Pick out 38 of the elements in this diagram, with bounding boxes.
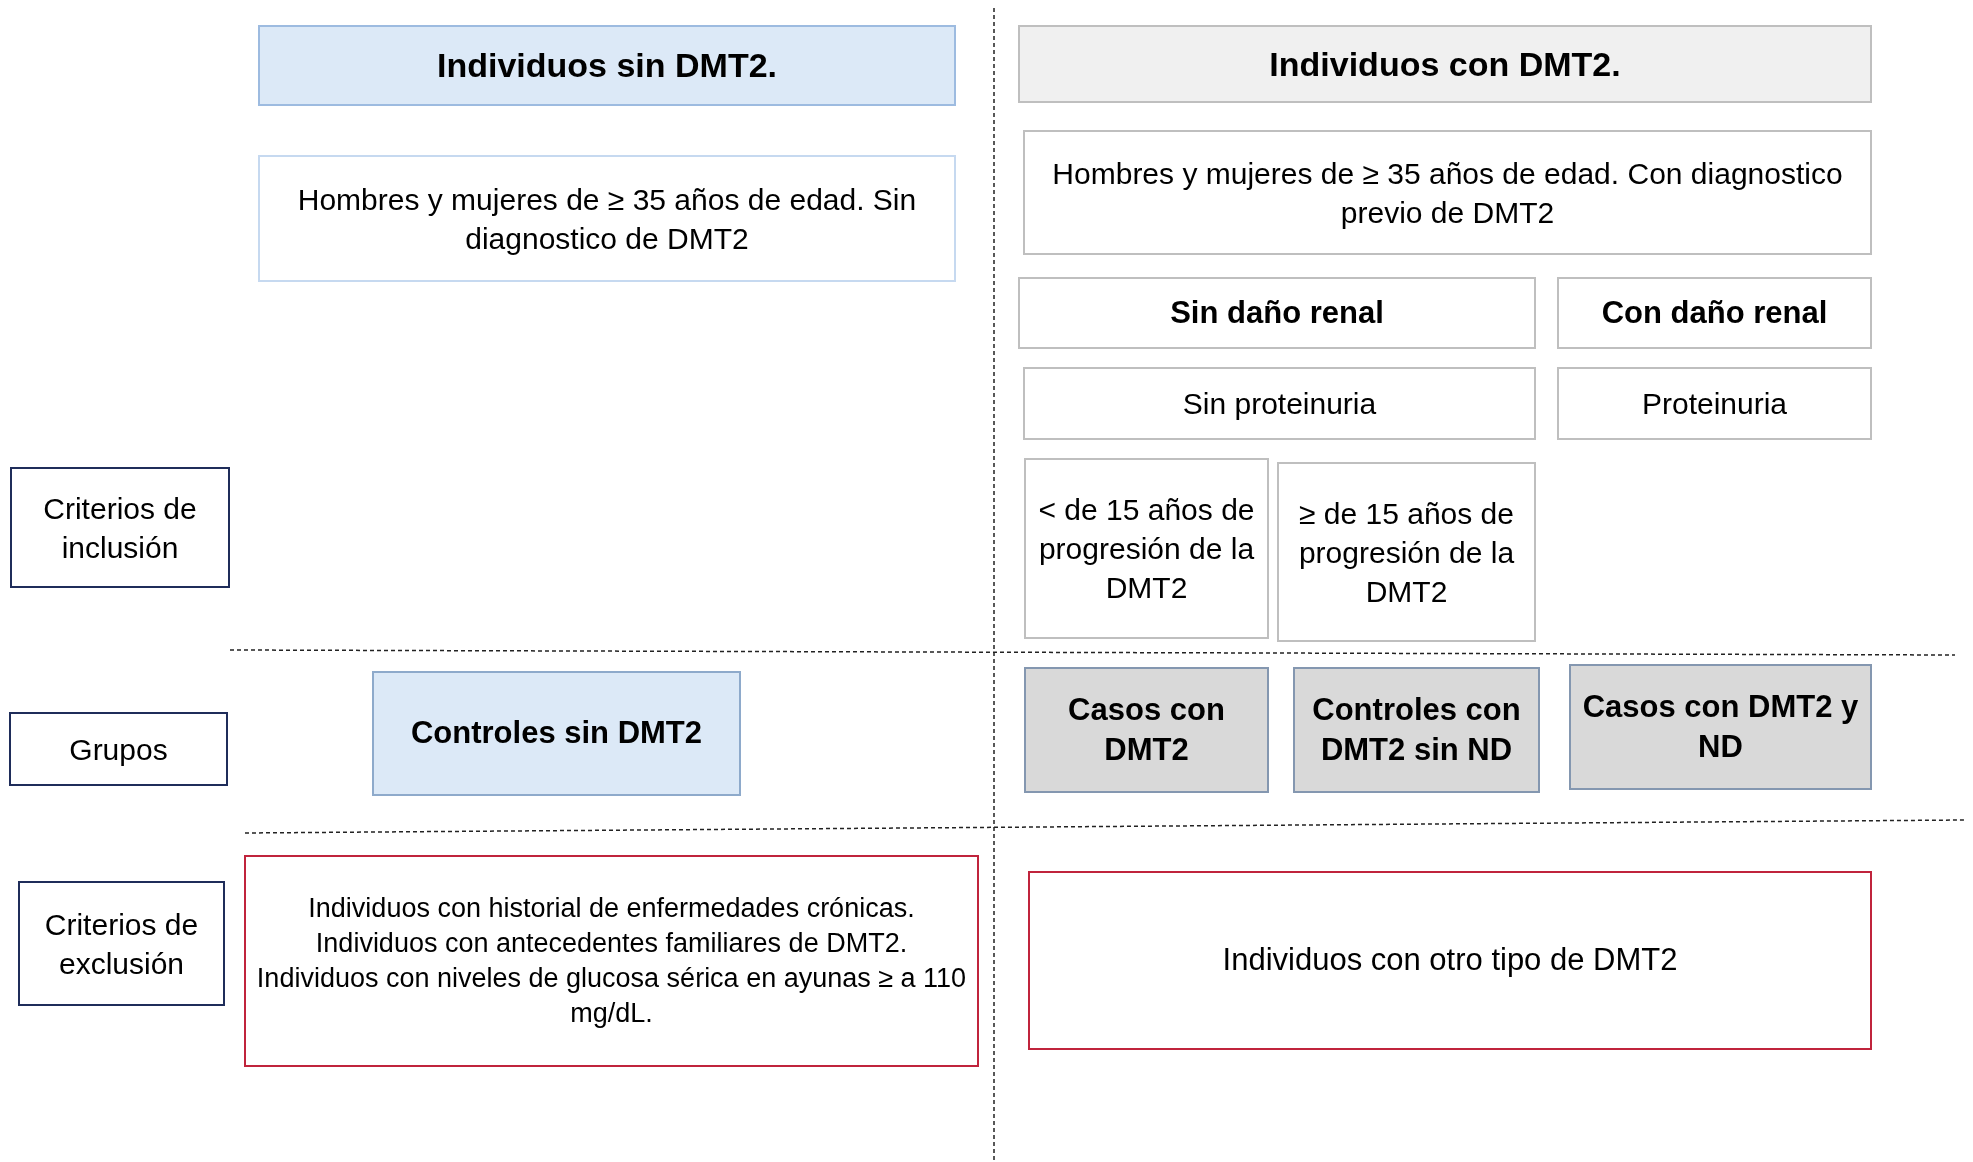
box-text: Hombres y mujeres de ≥ 35 años de edad. Con diagnostico previo de DMT2 — [1051, 155, 1844, 231]
box-text: Individuos con historial de enfermedades crónicas. Individuos con antecedentes familiares de DMT2. Individuos con niveles de glucosa sérica en ayunas ≥ a 110 mg/dL. — [256, 891, 967, 1031]
box-text: Grupos — [69, 731, 168, 768]
box-text: Individuos con otro tipo de DMT2 — [1222, 941, 1678, 980]
box-text: Criterios de inclusión — [42, 490, 198, 566]
box-text: Casos con DMT2 y ND — [1581, 687, 1860, 766]
category-box — [1018, 277, 1536, 349]
title-box — [1018, 25, 1872, 103]
box-text: ≥ de 15 años de progresión de la DMT2 — [1297, 495, 1516, 610]
criteria-box — [1024, 458, 1269, 639]
criteria-box — [1023, 130, 1872, 255]
box-text: Individuos con DMT2. — [1269, 43, 1621, 85]
group-box — [1024, 667, 1269, 793]
criteria-box — [1277, 462, 1536, 642]
title-box — [258, 25, 956, 106]
box-text: Criterios de exclusión — [43, 906, 200, 982]
box-text: Proteinuria — [1641, 386, 1788, 422]
criteria-box — [1557, 367, 1872, 440]
category-box — [1557, 277, 1872, 349]
group-box — [372, 671, 741, 796]
criteria-box — [1023, 367, 1536, 440]
box-text: Controles sin DMT2 — [410, 714, 703, 753]
box-text: Sin proteinuria — [1182, 386, 1377, 422]
row-label-box — [10, 467, 230, 588]
criteria-box — [258, 155, 956, 282]
row-label-box — [18, 881, 225, 1006]
box-text: Con daño renal — [1601, 293, 1828, 332]
box-text: Individuos sin DMT2. — [437, 45, 777, 87]
box-text: Sin daño renal — [1170, 293, 1384, 332]
group-box — [1293, 667, 1540, 793]
box-text: Controles con DMT2 sin ND — [1311, 690, 1522, 769]
row-label-box — [9, 712, 228, 786]
box-text: Casos con DMT2 — [1067, 690, 1226, 769]
exclusion-box — [1028, 871, 1872, 1050]
box-text: Hombres y mujeres de ≥ 35 años de edad. Sin diagnostico de DMT2 — [296, 181, 918, 257]
exclusion-box — [244, 855, 979, 1067]
box-text: < de 15 años de progresión de la DMT2 — [1037, 492, 1256, 606]
group-box — [1569, 664, 1872, 790]
